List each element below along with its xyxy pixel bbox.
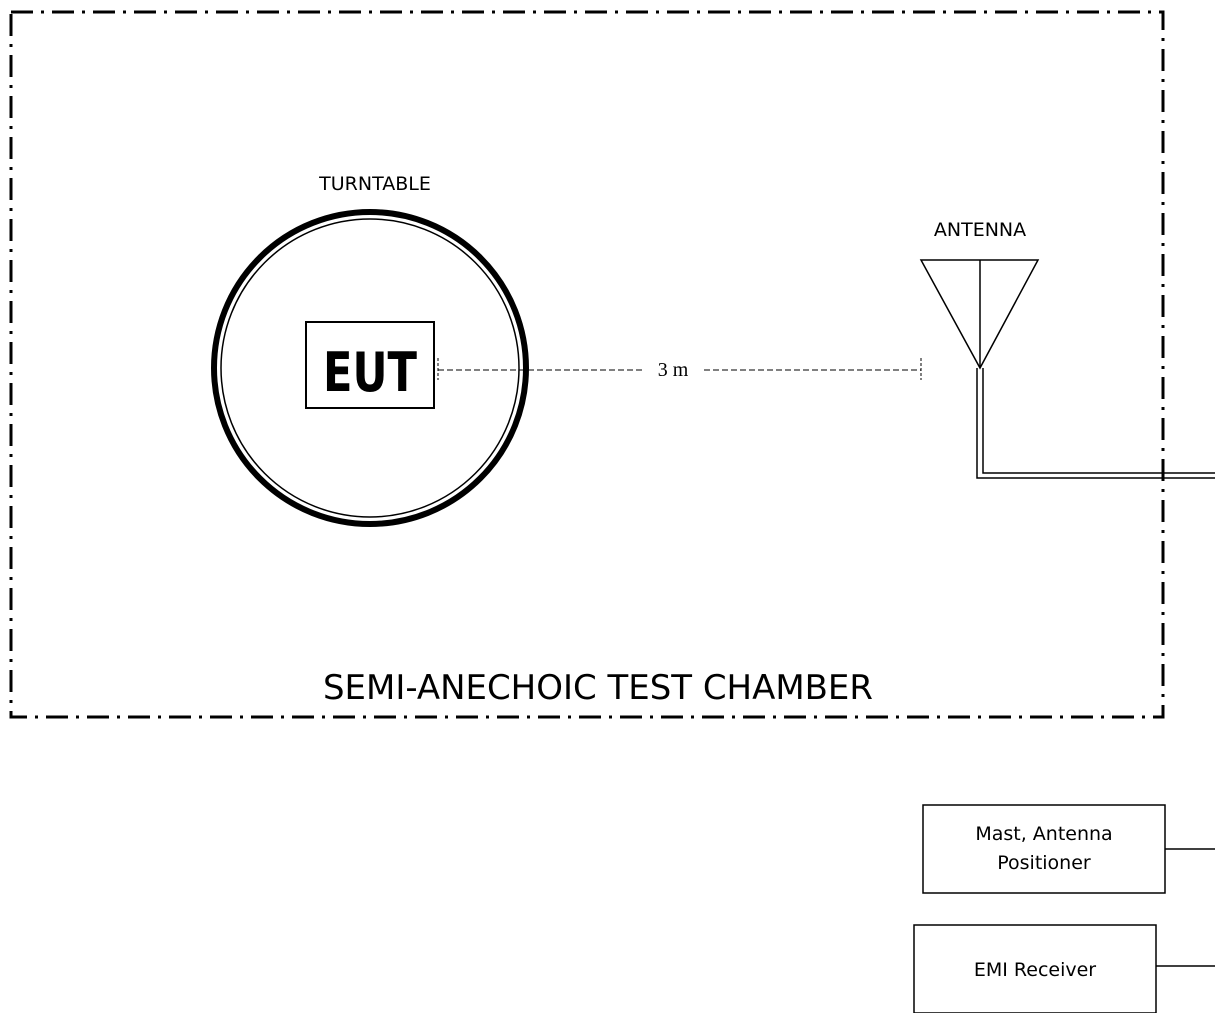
mast-positioner-label-line2: Positioner	[997, 852, 1091, 874]
turntable	[211, 209, 529, 527]
antenna-icon	[919, 259, 1040, 370]
mast-positioner-outline	[922, 804, 1166, 894]
cable-line-outer	[976, 368, 1215, 479]
antenna-label: ANTENNA	[934, 219, 1026, 241]
chamber-label: SEMI-ANECHOIC TEST CHAMBER	[323, 668, 873, 708]
mast-positioner-box: Mast, Antenna Positioner	[922, 804, 1215, 894]
turntable-outer-ring	[211, 209, 529, 527]
emi-receiver-box: EMI Receiver	[913, 924, 1215, 1013]
antenna-cable	[976, 368, 1215, 479]
cable-line-inner	[982, 368, 1215, 474]
turntable-label: TURNTABLE	[318, 173, 431, 195]
emi-receiver-label: EMI Receiver	[974, 959, 1096, 981]
emi-receiver-outline	[913, 924, 1157, 1013]
eut-box-outline	[305, 321, 435, 409]
chamber-boundary	[9, 10, 1165, 719]
distance-label: 3 m	[658, 359, 689, 381]
eut-label: EUT	[323, 341, 417, 404]
mast-positioner-label-line1: Mast, Antenna	[975, 823, 1112, 845]
distance-dimension	[437, 358, 922, 380]
turntable-inner-ring	[220, 218, 520, 518]
eut-box: EUT	[305, 321, 435, 409]
